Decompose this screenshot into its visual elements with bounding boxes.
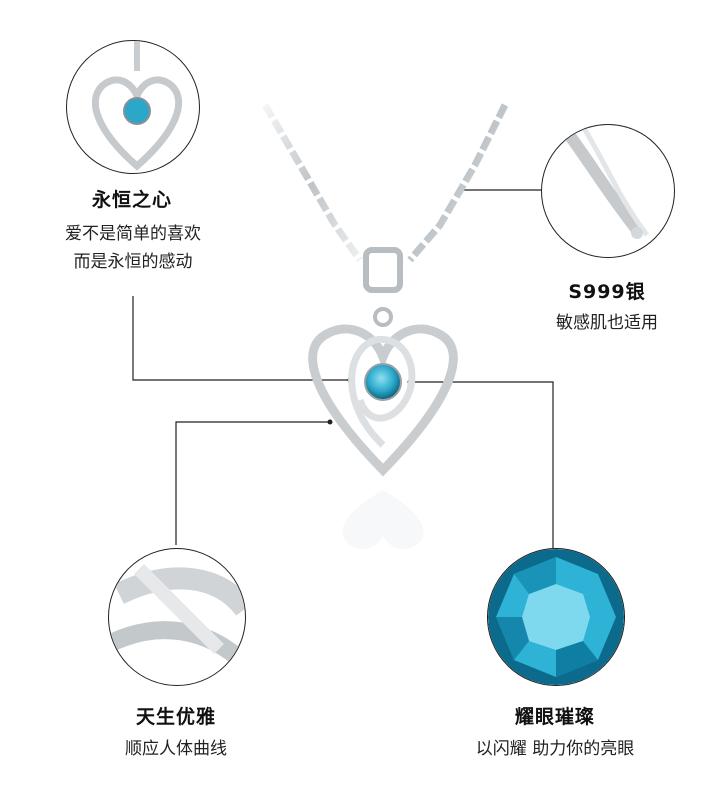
feature-desc-line-1: 爱不是简单的喜欢	[65, 224, 201, 244]
feature-desc-line-1: 顺应人体曲线	[125, 739, 227, 759]
feature-title-eternal-heart: 永恒之心	[91, 189, 172, 211]
feature-desc-line-2: 而是永恒的感动	[73, 252, 193, 272]
detail-circle-chain	[541, 124, 675, 258]
feature-title-elegant: 天生优雅	[135, 706, 216, 728]
detail-circle-gem	[487, 548, 625, 686]
feature-title-dazzling: 耀眼璀璨	[514, 706, 595, 728]
detail-circle-curve	[108, 548, 246, 686]
necklace-pendant-image	[261, 103, 509, 550]
heart-closeup-image	[91, 41, 183, 171]
feature-desc-line-1: 敏感肌也适用	[556, 313, 658, 333]
chain-closeup-image	[557, 125, 650, 239]
detail-circle-heart	[66, 40, 200, 174]
feature-desc-line-1: 以闪耀 助力你的亮眼	[475, 739, 635, 759]
feature-title-silver: S999银	[568, 281, 646, 303]
curve-closeup-image	[109, 564, 245, 671]
gem-closeup-image	[488, 549, 624, 685]
